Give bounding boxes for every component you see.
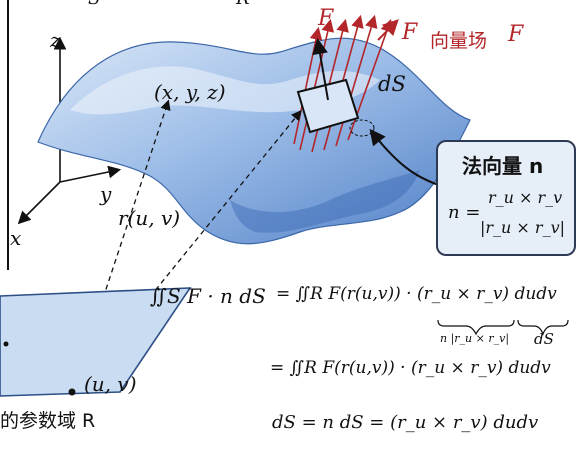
field-arrow [347, 18, 393, 141]
axis-label-y: y [100, 182, 112, 206]
param-point-label: (u, v) [84, 372, 137, 396]
surface-point-label: (x, y, z) [154, 80, 226, 104]
equation-1-rhs: = ∬R F(r(u,v)) · (r_u × r_v) dudv [276, 284, 557, 304]
domain-label: 的参数域 R [0, 410, 96, 432]
clipped-label-left: S [88, 0, 100, 9]
field-legend-arrow [377, 19, 399, 41]
parameter-point [68, 388, 76, 396]
parameter-domain [0, 287, 192, 397]
equation-3: dS = n dS = (r_u × r_v) dudv [272, 412, 539, 433]
normal-box-title: 法向量 n [462, 154, 544, 178]
surface-shadow [230, 170, 420, 233]
y-axis [59, 165, 122, 183]
clipped-label-right: R [236, 0, 250, 9]
field-legend-F2: F [508, 22, 524, 47]
field-F-label: F [318, 6, 334, 31]
domain-dot [3, 341, 9, 347]
patch-highlight-ring [349, 119, 375, 137]
field-arrow [335, 14, 378, 147]
normal-box-lhs: n = [448, 202, 481, 223]
equation-2: = ∬R F(r(u,v)) · (r_u × r_v) dudv [270, 358, 551, 378]
parameter-map-arrows [71, 99, 302, 393]
under-brace-1-label: n |r_u × r_v| [440, 332, 510, 345]
axis-label-z: z [50, 28, 61, 52]
normal-box-denominator: |r_u × r_v| [480, 218, 565, 237]
under-brace-1 [437, 319, 515, 336]
normal-box-numerator: r_u × r_v [488, 188, 563, 207]
surface [37, 37, 471, 245]
x-axis [17, 181, 61, 225]
map-arrow-point [71, 99, 171, 393]
normal-vector-callout [436, 140, 576, 256]
equation-1-lhs: ∬S F · n dS [150, 284, 266, 308]
axis-label-x: x [10, 226, 22, 250]
field-legend-text: 向量场 [430, 30, 488, 52]
dS-patch [296, 78, 360, 134]
under-brace-2 [517, 319, 569, 336]
under-brace-2-label: dS [534, 330, 554, 348]
normal-vector-arrow [312, 38, 329, 101]
field-legend-F: F [402, 20, 418, 45]
param-map-label: r(u, v) [118, 206, 181, 230]
dS-label: dS [378, 72, 406, 96]
